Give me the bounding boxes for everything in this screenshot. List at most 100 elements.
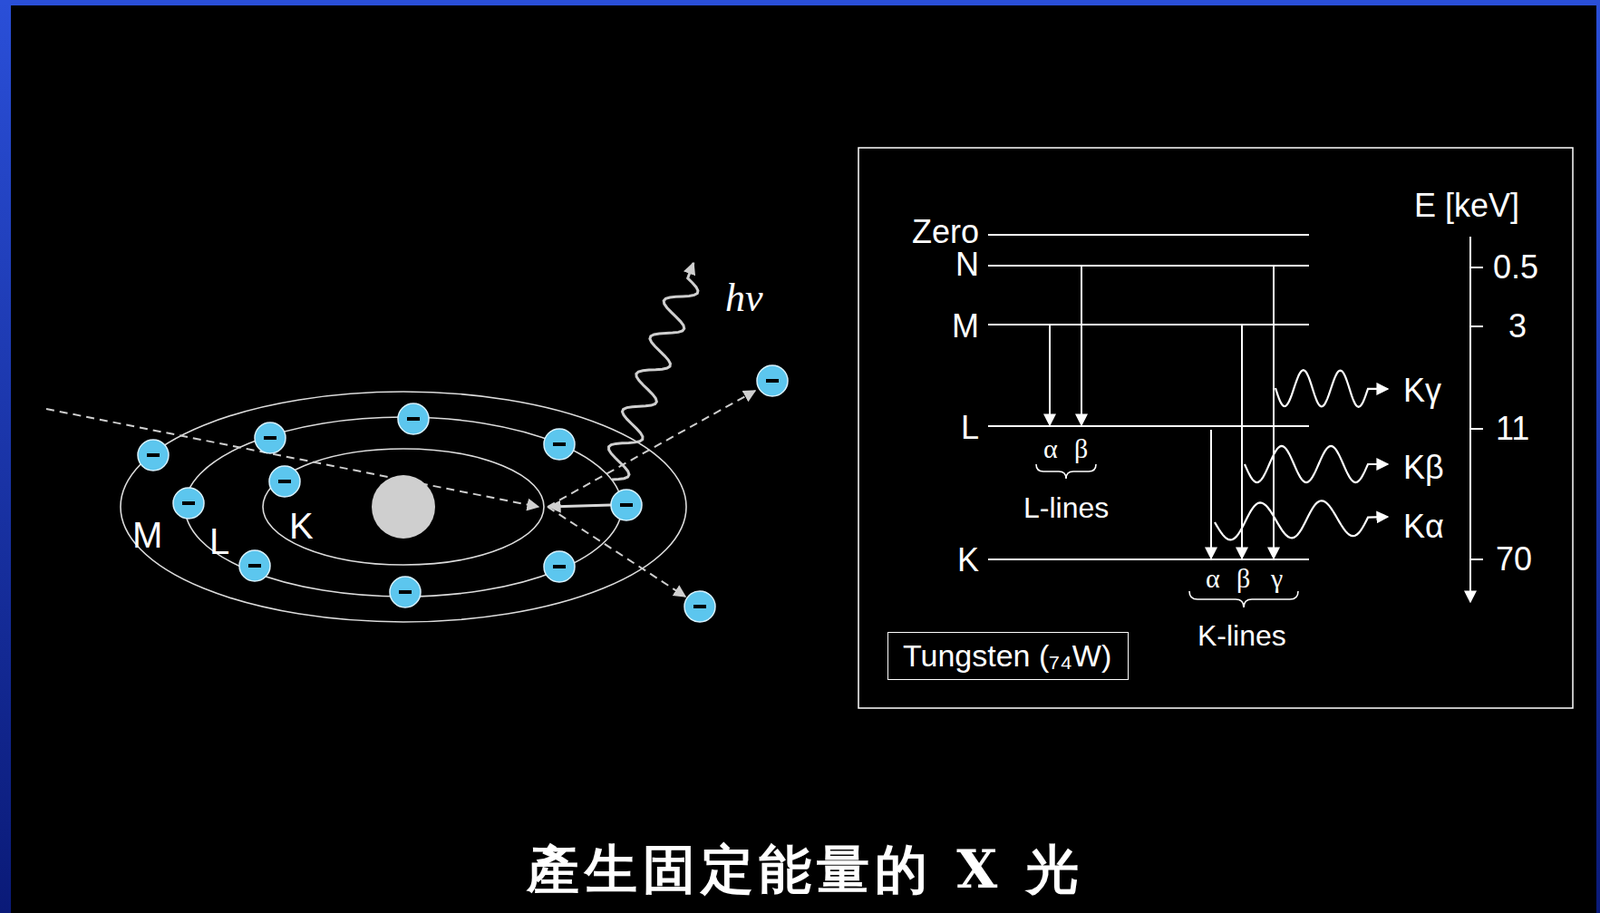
transition-arrow: [549, 504, 611, 507]
electron-body: [239, 550, 271, 582]
electron: [254, 422, 286, 454]
level-label: K: [957, 542, 980, 579]
electron-body: [543, 551, 575, 582]
level-label: L: [960, 409, 980, 447]
electron: [610, 489, 642, 521]
transition-arrow: [1210, 429, 1213, 559]
axis-tick: [1470, 266, 1484, 269]
transition-arrow: [1048, 324, 1051, 426]
minus-sign: [182, 501, 195, 505]
electron: [543, 428, 575, 460]
minus-sign: [263, 436, 277, 440]
series-label: L-lines: [1023, 492, 1109, 524]
minus-sign: [407, 416, 420, 421]
energy-level: [988, 264, 1310, 267]
electron-body: [269, 465, 301, 497]
m-shell-orbit: [120, 391, 687, 622]
axis-value: 70: [1495, 541, 1533, 578]
electron-path: [547, 390, 756, 507]
x-ray-photon: [1214, 500, 1388, 540]
frame-top: [0, 0, 1600, 6]
line-symbol: β: [1074, 433, 1088, 464]
level-label: Zero: [911, 213, 980, 251]
diagram-panel: [858, 147, 1573, 708]
emission-line-label: Kβ: [1403, 449, 1445, 486]
line-symbol: β: [1236, 562, 1251, 593]
electron-body: [254, 422, 286, 454]
shell-label: K: [289, 505, 314, 546]
electron-body: [610, 489, 642, 521]
level-label: N: [955, 246, 980, 283]
energy-level: [988, 233, 1310, 236]
k-shell-orbit: [262, 448, 544, 565]
frame-left: [0, 0, 11, 913]
energy-level-diagram: [858, 147, 1573, 708]
energy-level: [988, 558, 1310, 561]
electron: [756, 365, 788, 397]
minus-sign: [766, 378, 779, 383]
electron-path: [547, 506, 686, 597]
caption: 產生固定能量的 X 光: [526, 834, 1085, 906]
emission-line-label: Kγ: [1403, 372, 1442, 409]
shell-label: L: [209, 521, 230, 562]
minus-sign: [278, 479, 291, 484]
atom-illustration: [46, 262, 788, 622]
emission-line-label: Kα: [1403, 508, 1445, 545]
photon-wave: [609, 262, 699, 480]
electron: [389, 576, 421, 608]
shell-label: M: [132, 514, 163, 555]
electron: [684, 591, 716, 622]
minus-sign: [398, 590, 412, 594]
electron-body: [543, 428, 575, 460]
electron: [239, 550, 271, 582]
x-ray-photon: [1244, 446, 1388, 483]
axis-value: 0.5: [1493, 249, 1539, 286]
axis-title: E [keV]: [1414, 187, 1520, 224]
transition-arrow: [1080, 265, 1083, 426]
minus-sign: [620, 503, 633, 507]
k-lines-brace: [1189, 591, 1299, 608]
photon-label: hν: [725, 276, 764, 320]
axis-value: 11: [1495, 410, 1530, 447]
level-label: M: [951, 308, 980, 345]
electron-body: [397, 403, 429, 435]
electron-body: [173, 487, 204, 519]
axis-tick: [1470, 427, 1484, 430]
electron: [137, 439, 169, 471]
box-text: Tungsten (₇₄W): [902, 638, 1114, 674]
minus-sign: [248, 563, 262, 568]
energy-level: [988, 425, 1310, 427]
minus-sign: [146, 453, 160, 457]
minus-sign: [693, 604, 707, 609]
l-shell-orbit: [184, 416, 622, 597]
l-lines-brace: [1036, 464, 1096, 479]
line-symbol: γ: [1270, 562, 1283, 593]
axis-tick: [1470, 325, 1484, 328]
x-ray-photon: [1275, 369, 1388, 407]
electron-body: [389, 576, 421, 608]
energy-axis: [1469, 236, 1472, 602]
element-box: Tungsten (₇₄W): [887, 631, 1129, 680]
minus-sign: [552, 442, 566, 447]
electron-body: [137, 439, 169, 471]
electron-path: [46, 408, 539, 507]
axis-value: 3: [1508, 308, 1527, 345]
line-symbol: α: [1205, 562, 1221, 593]
minus-sign: [552, 564, 566, 569]
electron-body: [756, 365, 788, 397]
electron-body: [684, 591, 716, 622]
series-label: K-lines: [1197, 620, 1287, 652]
energy-level: [988, 323, 1310, 326]
axis-tick: [1470, 558, 1484, 561]
electron: [173, 487, 204, 519]
electron: [269, 465, 301, 497]
line-symbol: α: [1043, 433, 1058, 464]
electron: [543, 551, 575, 582]
frame-right: [1596, 0, 1600, 913]
transition-arrow: [1241, 324, 1243, 559]
electron: [397, 403, 429, 435]
